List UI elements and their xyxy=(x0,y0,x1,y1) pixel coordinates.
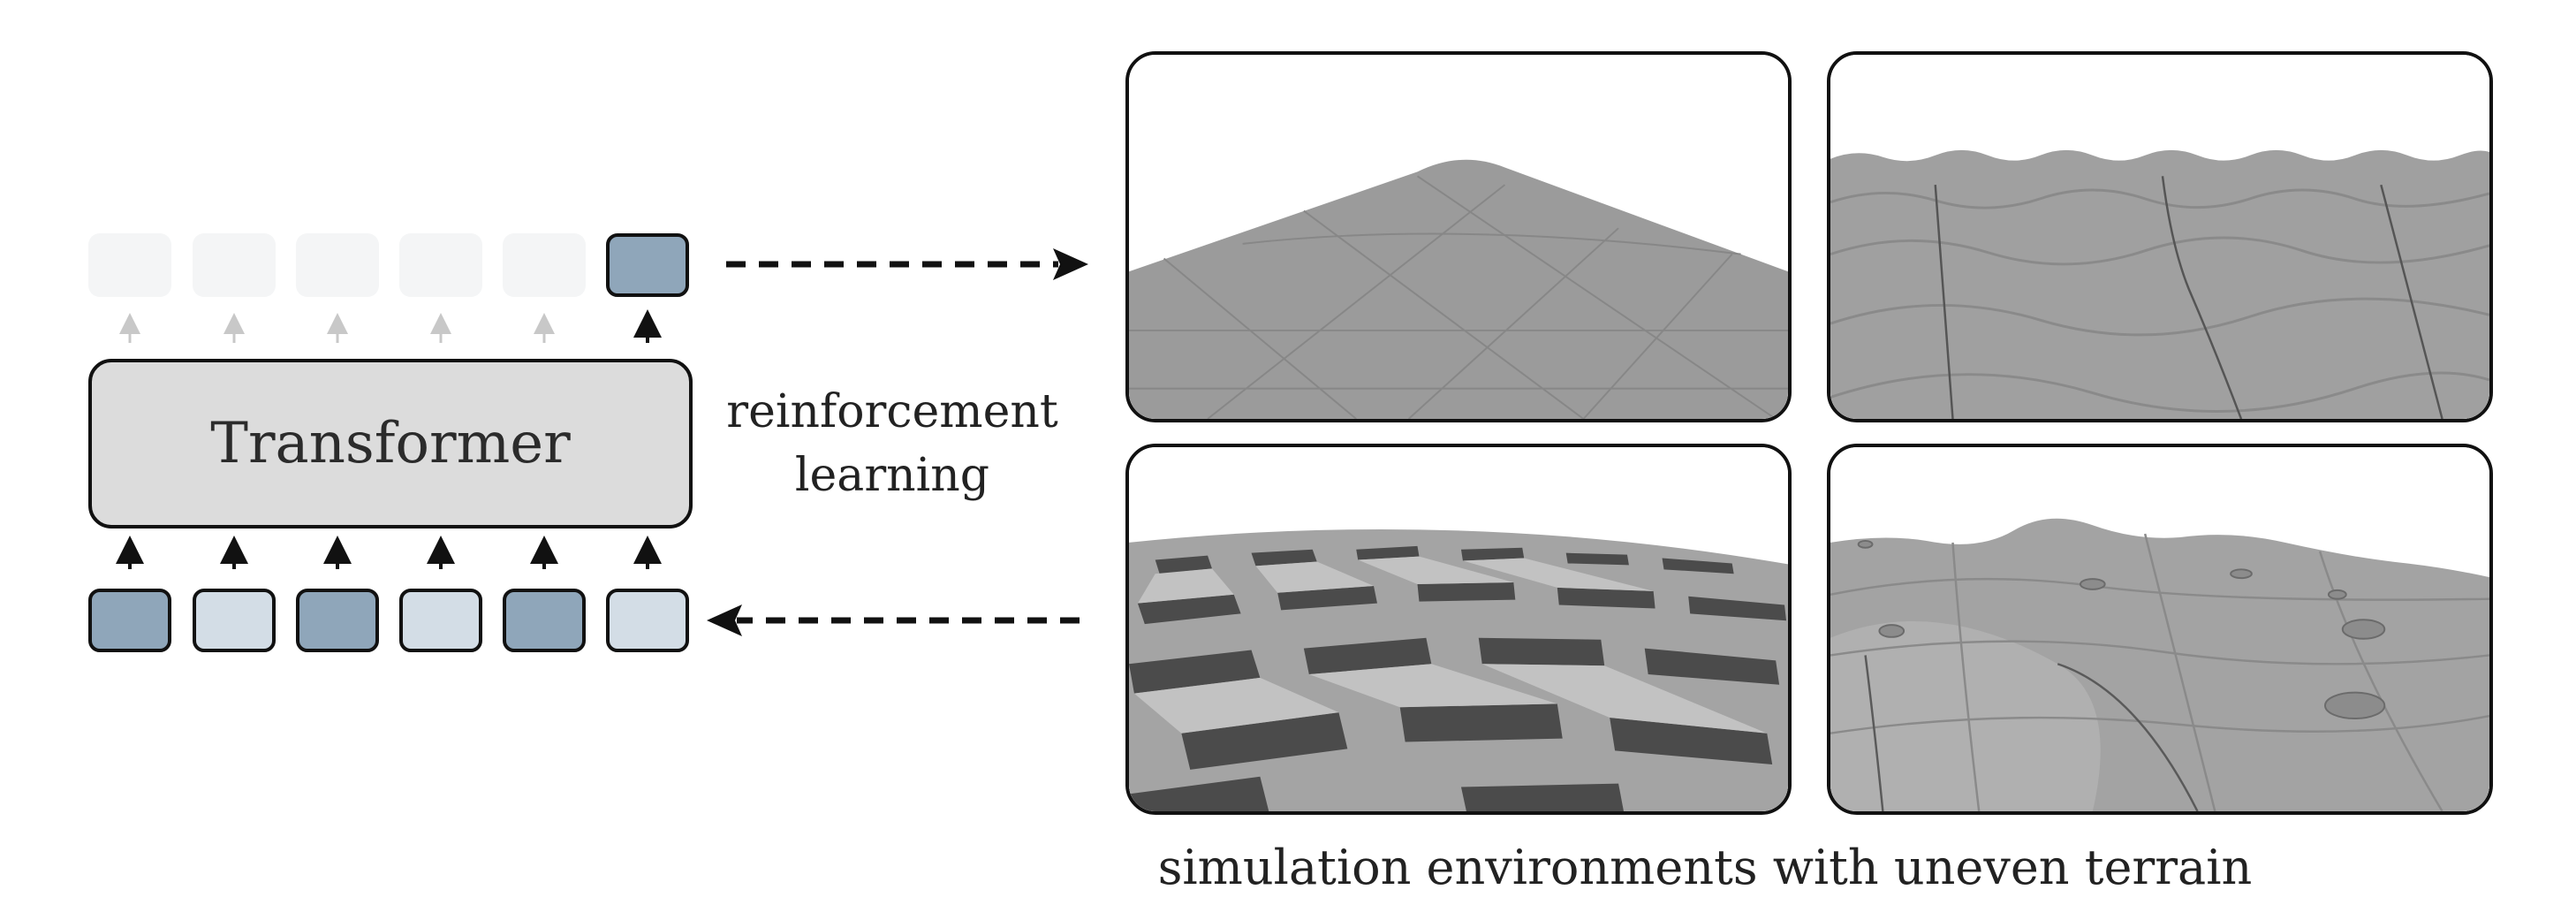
terrain-panel-hill xyxy=(1125,51,1792,422)
output-token-3 xyxy=(296,233,379,297)
terrain-hill-image xyxy=(1129,55,1788,419)
output-token-1 xyxy=(88,233,171,297)
faded-arrows xyxy=(119,313,555,343)
terrain-blocks-image xyxy=(1129,447,1788,811)
method-label-line2: learning xyxy=(794,449,990,502)
method-label-line1: reinforcement xyxy=(726,385,1058,438)
environments-caption: simulation environments with uneven terr… xyxy=(1157,840,2253,895)
output-token-4 xyxy=(399,233,482,297)
input-arrows xyxy=(116,536,662,569)
input-token-3 xyxy=(296,589,379,652)
input-token-2 xyxy=(193,589,276,652)
input-token-6 xyxy=(606,589,689,652)
action-arrow xyxy=(726,248,1088,280)
terrain-rough-image xyxy=(1830,447,2489,811)
terrain-panel-blocks xyxy=(1125,444,1792,815)
input-token-4 xyxy=(399,589,482,652)
output-token-5 xyxy=(503,233,586,297)
output-token-2 xyxy=(193,233,276,297)
output-token-active xyxy=(606,233,689,297)
input-token-1 xyxy=(88,589,171,652)
method-label: reinforcement learning xyxy=(707,380,1078,507)
observation-arrow xyxy=(707,604,1080,636)
terrain-panel-waves xyxy=(1827,51,2493,422)
transformer-label: Transformer xyxy=(210,411,571,476)
input-token-5 xyxy=(503,589,586,652)
transformer-block: Transformer xyxy=(88,359,693,528)
terrain-panel-rough xyxy=(1827,444,2493,815)
terrain-waves-image xyxy=(1830,55,2489,419)
